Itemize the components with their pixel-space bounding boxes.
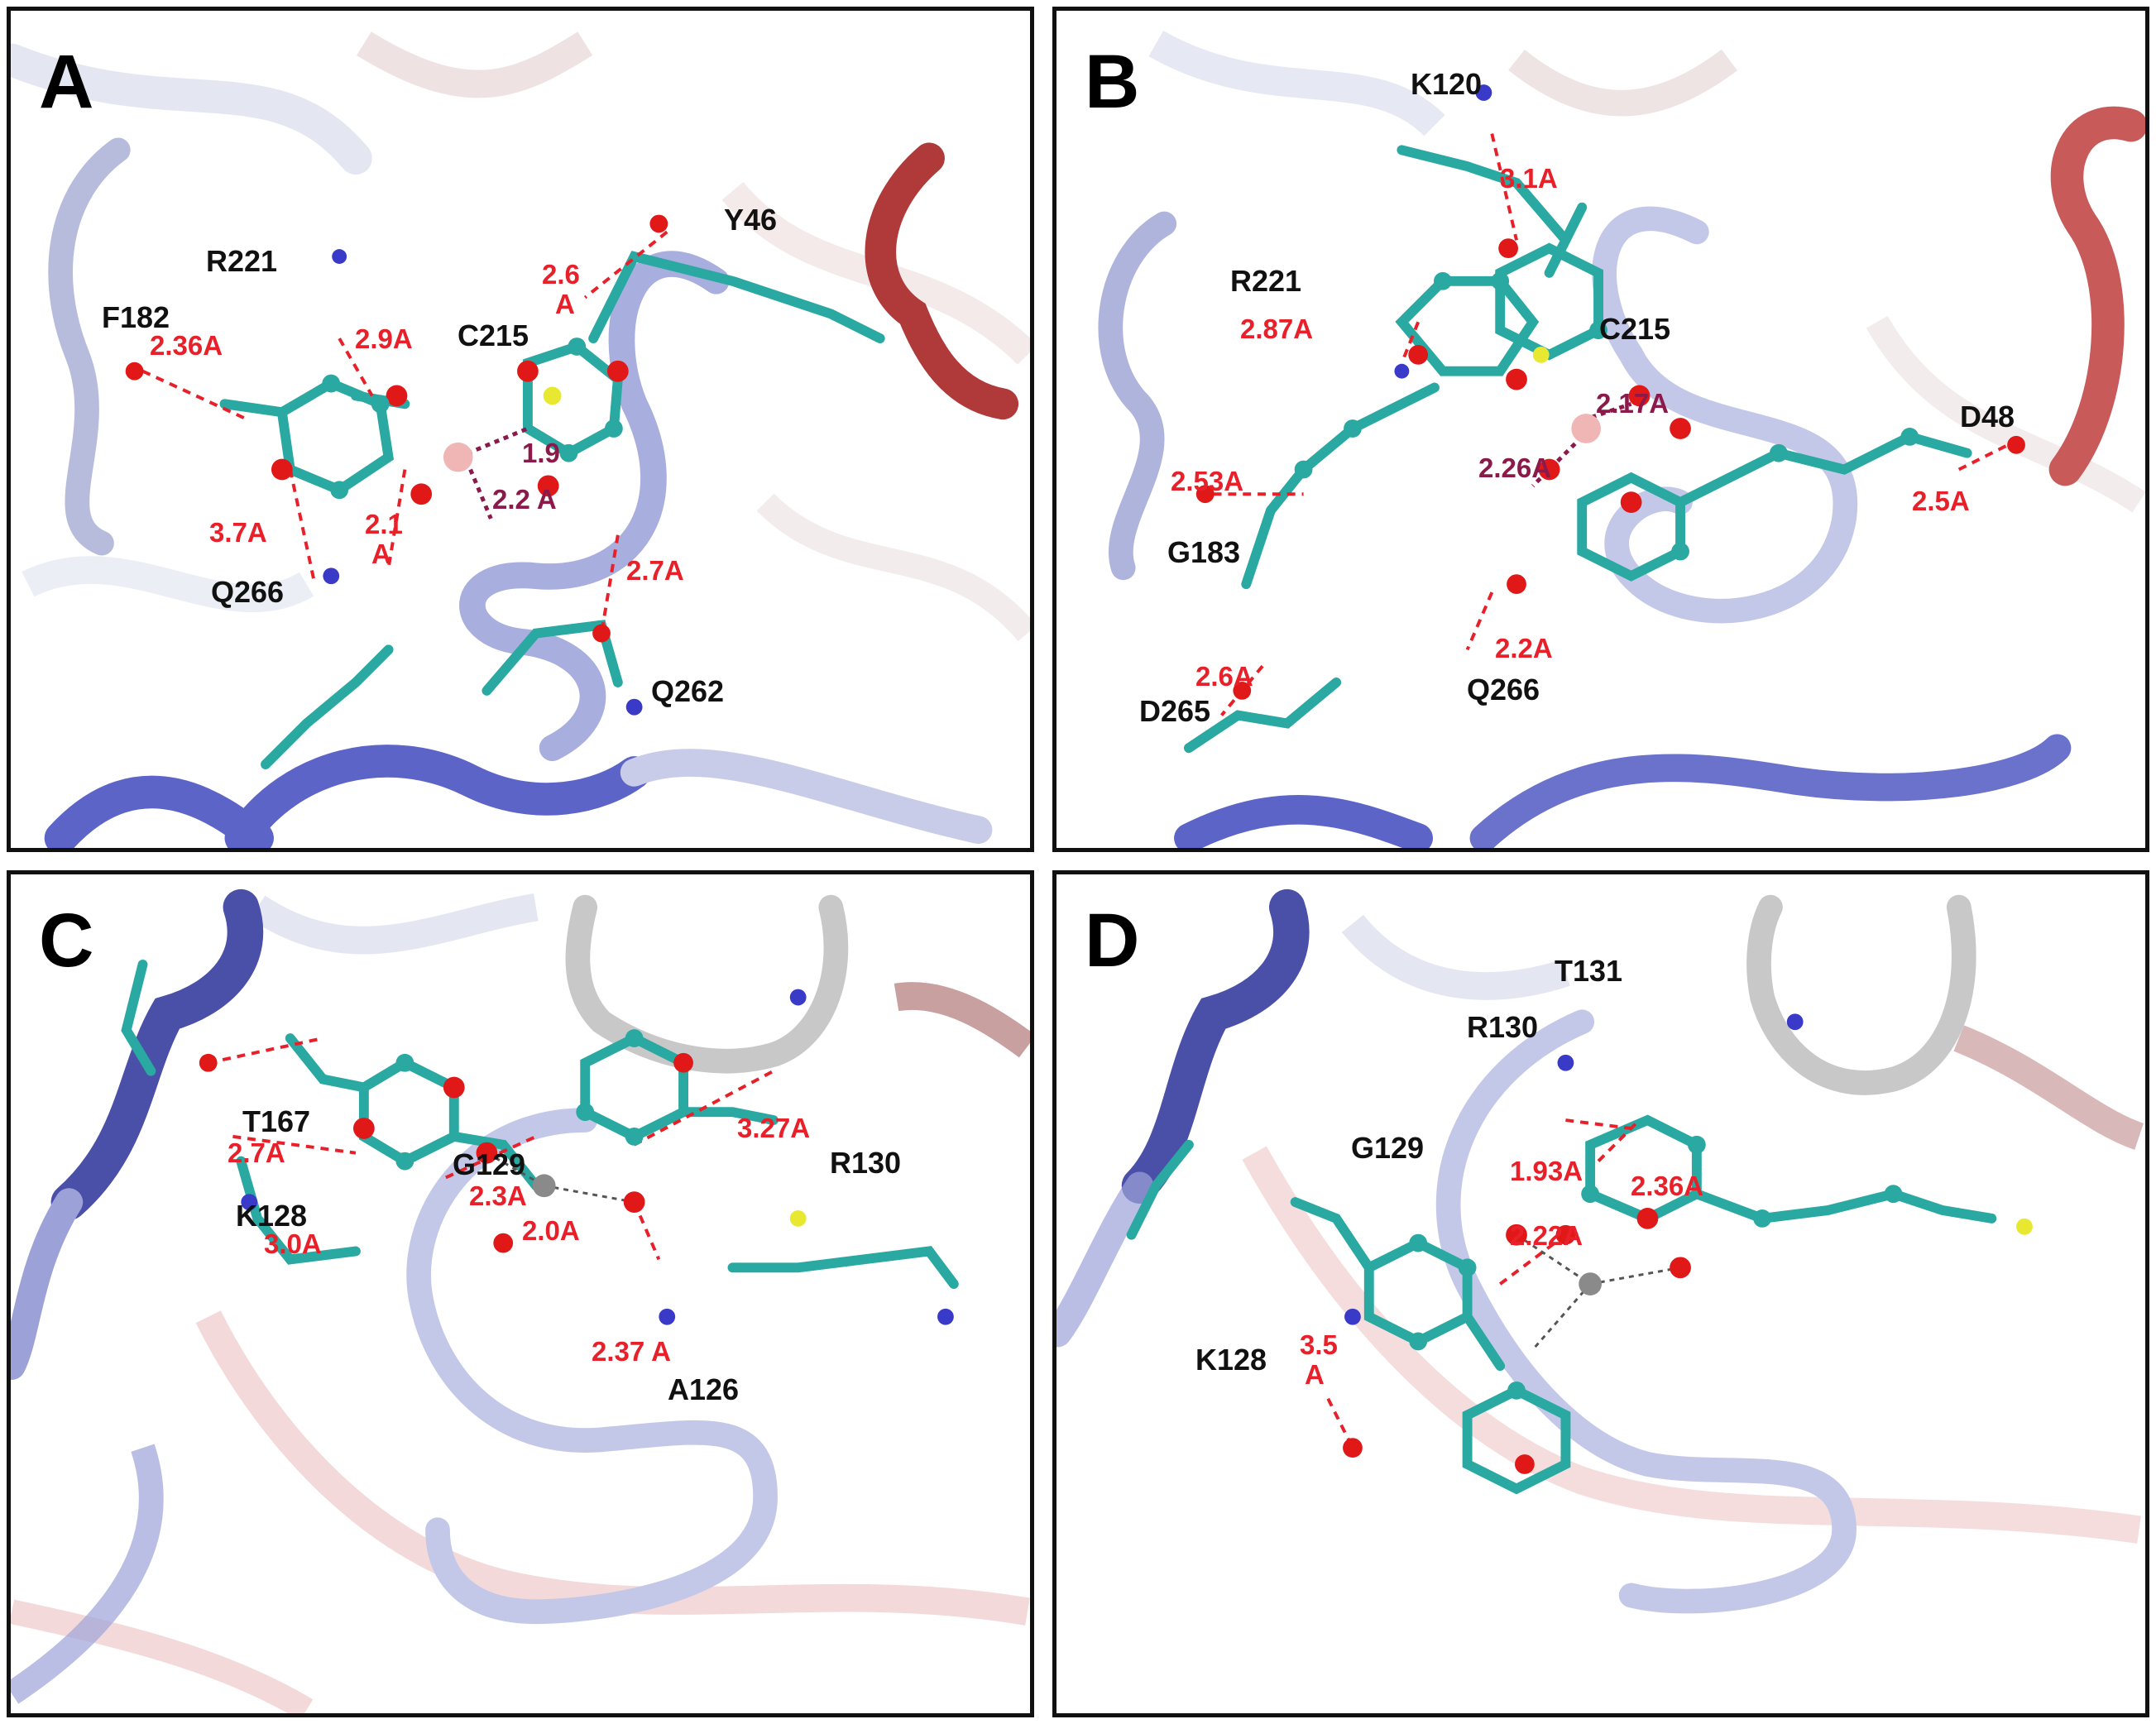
distance-label: 2.36A <box>150 330 223 361</box>
residue-r221: R221 <box>206 244 278 278</box>
distance-label: 2.87A <box>1240 314 1314 344</box>
residue-g129: G129 <box>1351 1131 1425 1165</box>
residue-t167: T167 <box>242 1104 311 1138</box>
distance-label: 2.3A <box>469 1180 527 1211</box>
distance-label: 2.5A <box>1912 486 1970 516</box>
residue-k128: K128 <box>236 1199 308 1233</box>
panel-c: C T167 G129 K128 R130 A126 2.7A 2.3A 3.0… <box>7 870 1034 1717</box>
residue-r130: R130 <box>1467 1010 1539 1044</box>
distance-label: 2.7A <box>228 1137 285 1168</box>
residue-a126: A126 <box>668 1372 740 1406</box>
residue-g129: G129 <box>453 1147 526 1181</box>
distance-label: 2.22A <box>1510 1220 1583 1251</box>
distance-label: 1.93A <box>1510 1156 1583 1186</box>
residue-c215: C215 <box>1599 312 1671 346</box>
panel-c-label: C <box>39 898 94 983</box>
distance-label: 2.2A <box>1495 633 1553 663</box>
residue-q266: Q266 <box>211 575 285 609</box>
distance-label: 2.2 A <box>492 484 557 515</box>
panel-b-structure <box>1098 31 2145 848</box>
distance-label: 3.0A <box>264 1228 322 1259</box>
distance-label: A <box>1305 1359 1325 1390</box>
distance-label: 3.7A <box>209 517 267 548</box>
distance-label: A <box>555 289 575 319</box>
distance-label: 2.26A <box>1478 453 1552 483</box>
residue-f182: F182 <box>102 300 170 334</box>
panel-a-structure <box>11 31 1030 848</box>
residue-r221: R221 <box>1230 264 1302 298</box>
residue-g183: G183 <box>1167 535 1241 569</box>
distance-label: 3.5 <box>1300 1329 1338 1360</box>
residue-t131: T131 <box>1555 954 1623 988</box>
distance-label: 2.0A <box>522 1215 580 1246</box>
residue-c215: C215 <box>458 318 529 352</box>
panel-d-structure <box>1056 888 2144 1614</box>
residue-r130: R130 <box>830 1146 902 1180</box>
residue-y46: Y46 <box>724 203 778 237</box>
residue-k120: K120 <box>1411 67 1483 101</box>
distance-label: 2.6 <box>542 259 580 290</box>
panel-b-label: B <box>1085 40 1140 124</box>
residue-d265: D265 <box>1139 694 1211 728</box>
distance-label: 2.37 A <box>592 1336 672 1367</box>
distance-label: 2.36A <box>1631 1171 1704 1201</box>
distance-label: 2.53A <box>1171 466 1244 496</box>
distance-label: 3.27A <box>737 1113 811 1143</box>
panel-a-label: A <box>39 40 94 124</box>
distance-label: 2.7A <box>626 555 684 586</box>
distance-label: 2.9A <box>355 323 413 354</box>
residue-q262: Q262 <box>651 674 725 708</box>
distance-label: 2.17A <box>1596 388 1670 419</box>
panel-a: A R221 F182 C215 Y46 Q266 Q262 2.36A 2.9… <box>7 7 1034 852</box>
distance-label: 1.9 <box>522 438 560 468</box>
distance-label: 2.1 <box>365 509 403 539</box>
panel-d: D T131 R130 G129 K128 1.93A 2.36A 2.22A … <box>1052 870 2149 1717</box>
panel-b: B K120 R221 C215 D48 G183 D265 Q266 3.1A… <box>1052 7 2149 852</box>
residue-d48: D48 <box>1960 400 2015 433</box>
distance-label: 2.6A <box>1195 661 1253 692</box>
distance-label: A <box>371 539 391 569</box>
residue-q266: Q266 <box>1467 673 1540 706</box>
panel-d-label: D <box>1085 898 1140 983</box>
residue-k128: K128 <box>1195 1343 1267 1377</box>
distance-label: 3.1A <box>1500 163 1558 194</box>
panel-c-structure <box>11 888 1030 1713</box>
